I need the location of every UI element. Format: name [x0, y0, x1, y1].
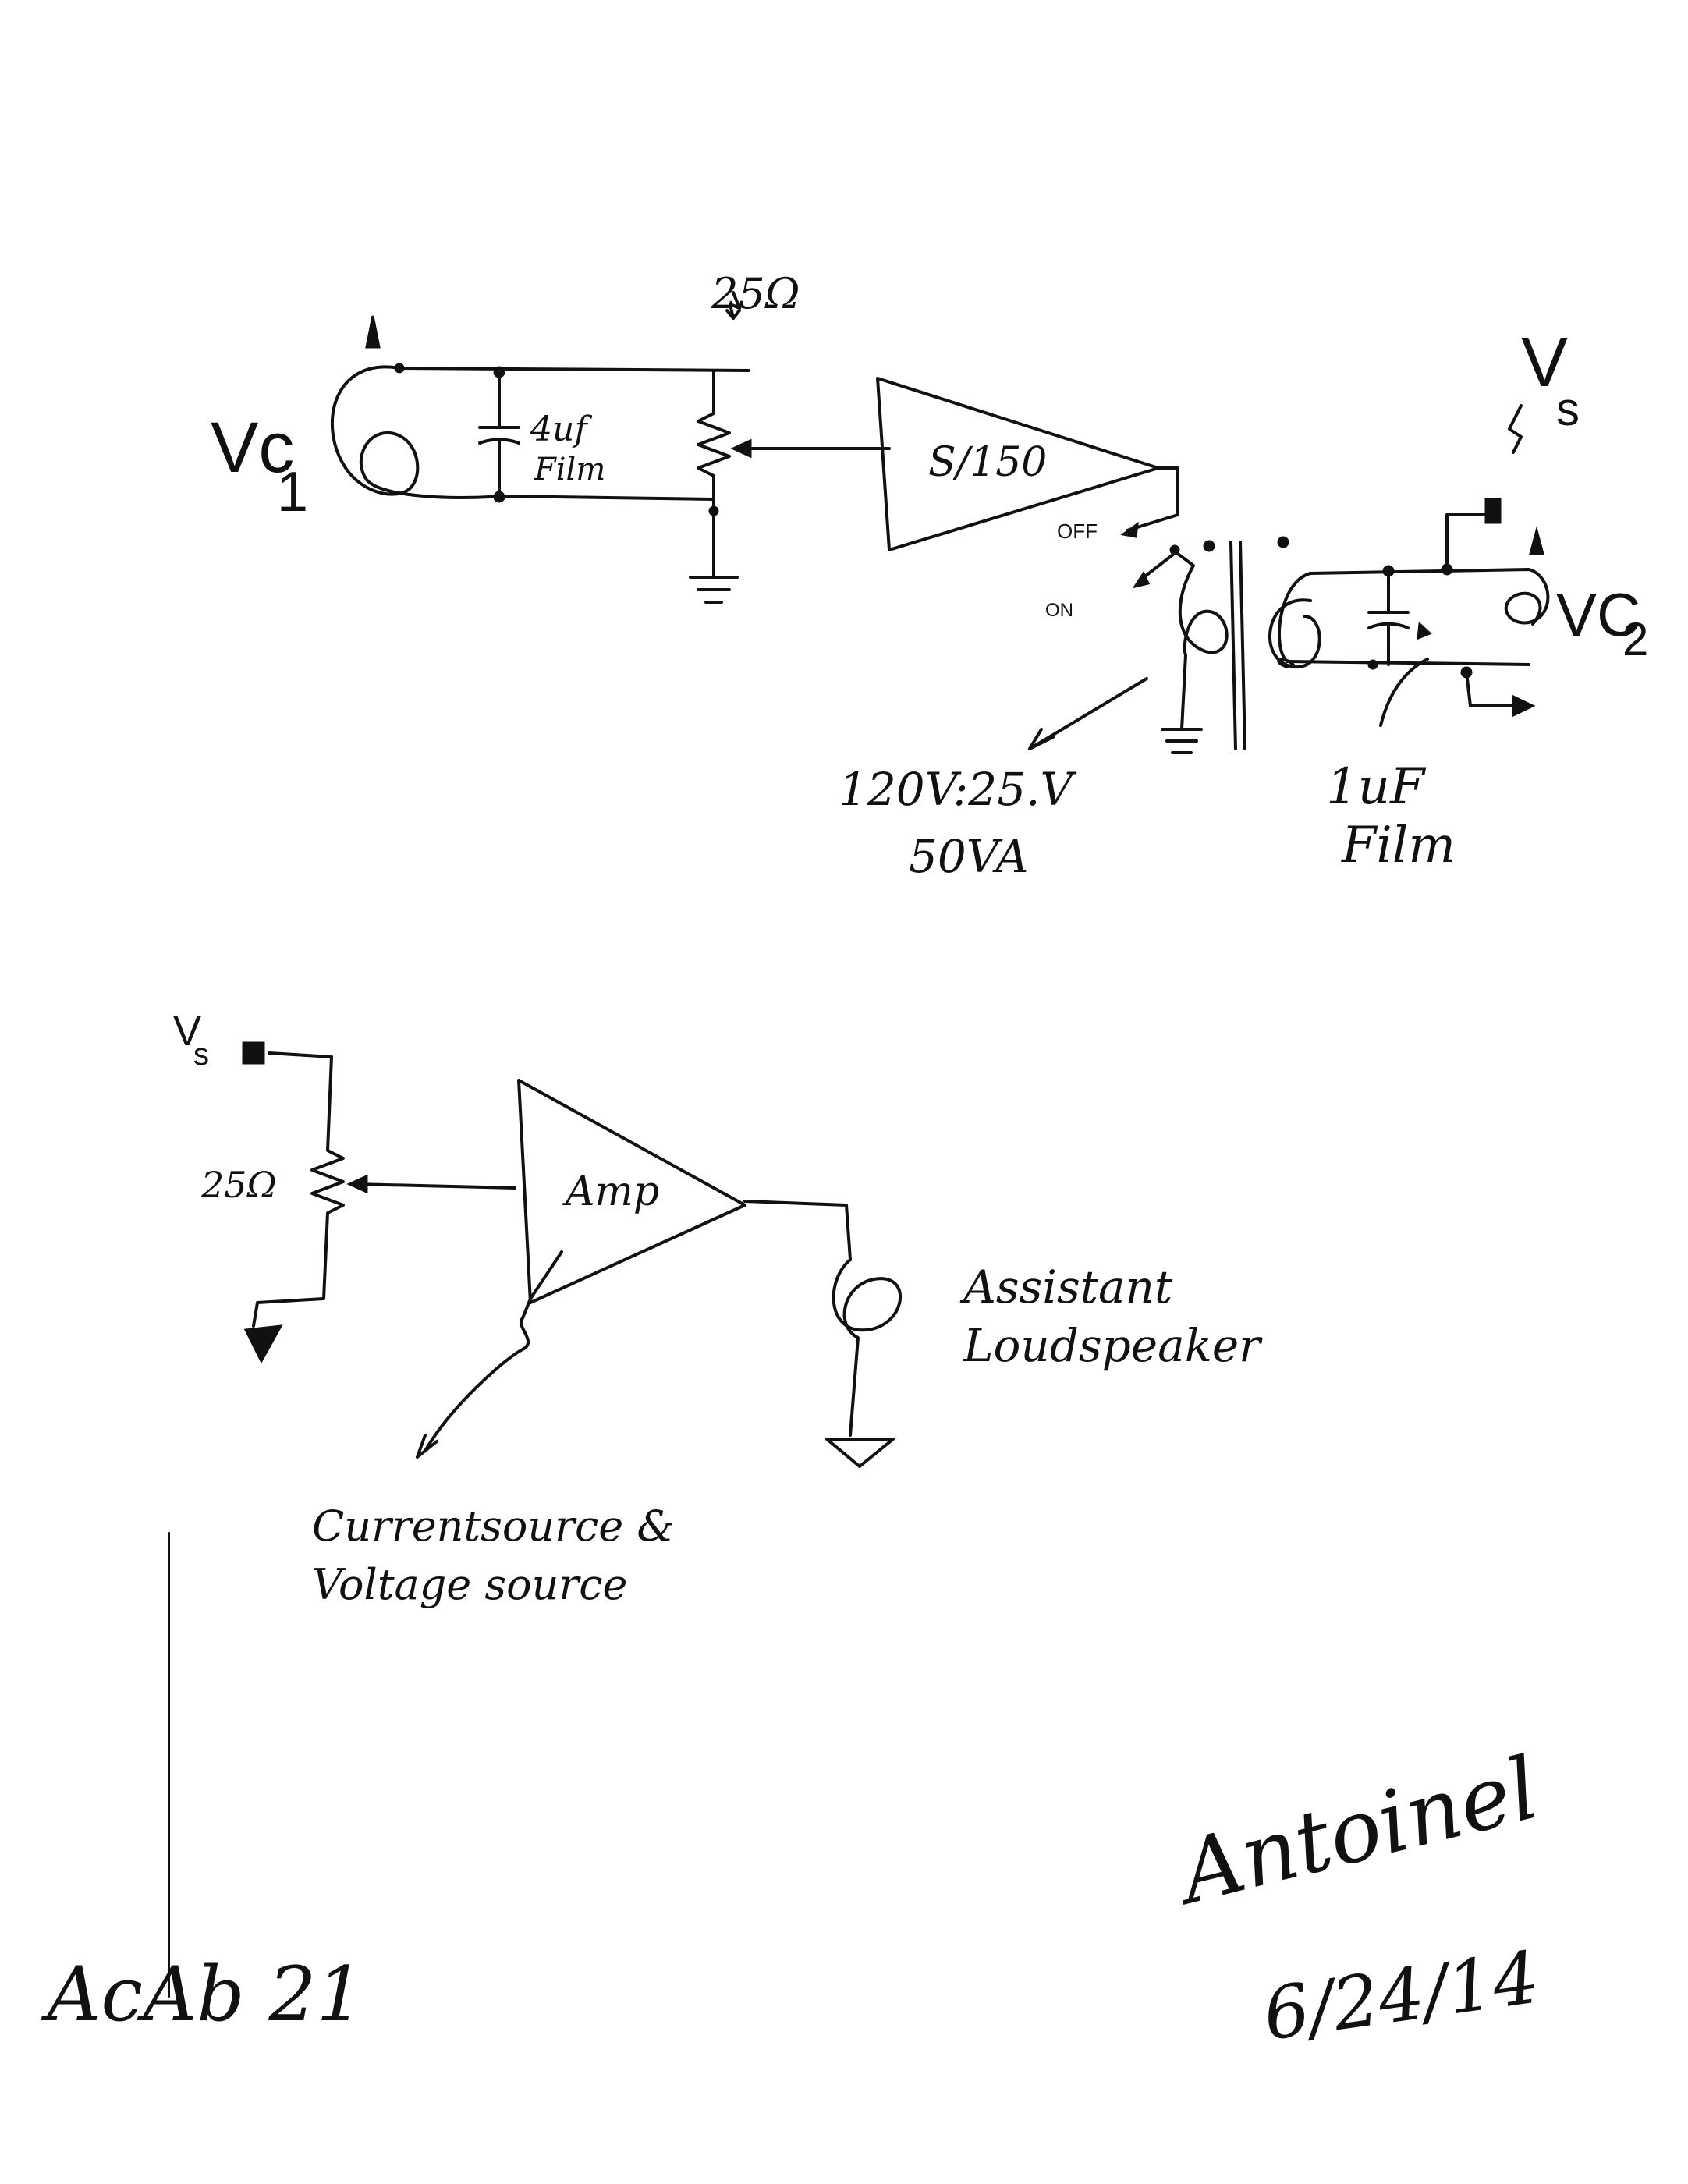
page-code: AcAb 21 — [41, 1951, 364, 2038]
vs-terminal-icon — [1484, 498, 1502, 524]
pot1 — [689, 291, 891, 604]
source-label-line2: Voltage source — [312, 1560, 627, 1609]
switch-off-label: OFF — [1057, 519, 1098, 543]
transformer-rating-line2: 50VA — [909, 830, 1029, 883]
switch-on-label: ON — [1045, 600, 1073, 621]
signature: Antoinel — [1164, 1738, 1548, 1924]
amp2-label: Amp — [562, 1168, 659, 1215]
vc1-polarity-arrow-icon — [365, 315, 381, 349]
ground1-icon — [689, 576, 739, 604]
vs2-label: V — [173, 1008, 201, 1055]
vs-index: s — [1556, 383, 1580, 435]
source-label-line1: Currentsource & — [312, 1502, 674, 1551]
vs2-index: s — [193, 1037, 209, 1072]
amp2-body — [517, 1079, 746, 1304]
ground3-icon — [243, 1324, 283, 1364]
transformer-rating-line1: 120V:25.V — [839, 763, 1077, 816]
vc1-index: 1 — [277, 461, 308, 523]
amp1-label: S/150 — [928, 439, 1047, 486]
cap1-value: 4uf — [530, 410, 592, 449]
vc1-coil — [331, 315, 750, 503]
amp1 — [876, 377, 1179, 551]
cap2-value: 1uF — [1326, 758, 1427, 816]
pot1-wiper-arrow-icon — [730, 438, 752, 459]
vc1-label: Vc — [211, 408, 294, 488]
transformer — [1028, 541, 1246, 754]
signature-date: 6/24/14 — [1258, 1935, 1544, 2056]
pot1-value: 25Ω — [711, 269, 800, 318]
vc2-polarity-arrow-icon — [1529, 526, 1544, 555]
cap1-type: Film — [534, 452, 605, 488]
vc2-loop — [1268, 404, 1550, 727]
bottom-circuit — [242, 1041, 902, 1468]
top-circuit — [331, 291, 1550, 754]
vs2-terminal-icon — [242, 1041, 265, 1065]
pot1-pointer-icon — [725, 291, 741, 320]
vs-label: V — [1521, 324, 1568, 402]
vc2-label: VC — [1556, 580, 1640, 649]
switch — [1120, 513, 1289, 589]
ground2-icon — [1161, 728, 1203, 754]
vs-pointer-icon — [1508, 404, 1523, 454]
speaker-label-line1: Assistant — [959, 1260, 1173, 1314]
speaker-label-line2: Loudspeaker — [963, 1319, 1263, 1372]
pot2-value: 25Ω — [200, 1164, 277, 1206]
vc2-output-arrow-icon — [1512, 694, 1536, 718]
transformer-label-pointer — [1028, 677, 1148, 750]
vc2-index: 2 — [1622, 613, 1648, 665]
ground4-icon — [825, 1438, 895, 1468]
cap2-type: Film — [1341, 817, 1456, 874]
cap1 — [478, 370, 520, 498]
